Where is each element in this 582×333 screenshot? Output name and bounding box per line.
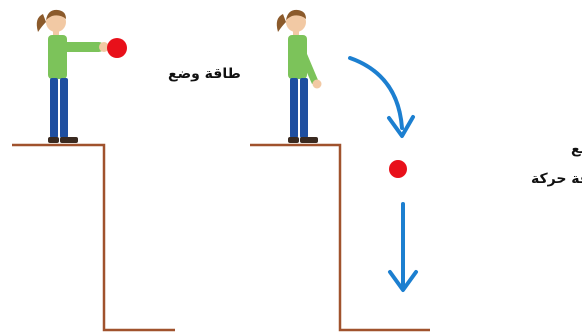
red-ball-icon <box>107 38 127 58</box>
left-ledge <box>12 145 175 330</box>
curved-down-arrow-icon <box>350 58 413 136</box>
girl-holding-ball-icon <box>37 10 109 143</box>
conversion-label-line1: تتحول طاقة الوضع <box>571 141 582 157</box>
girl-standing-icon <box>277 10 322 143</box>
conversion-label-line2: إلى طاقة حركة <box>531 171 582 187</box>
down-arrow-icon <box>390 204 416 290</box>
left-panel: طاقة وضع <box>12 10 241 330</box>
potential-energy-label: طاقة وضع <box>168 66 241 82</box>
red-ball-icon <box>389 160 407 178</box>
right-panel: تتحول طاقة الوضع إلى طاقة حركة <box>250 10 582 330</box>
